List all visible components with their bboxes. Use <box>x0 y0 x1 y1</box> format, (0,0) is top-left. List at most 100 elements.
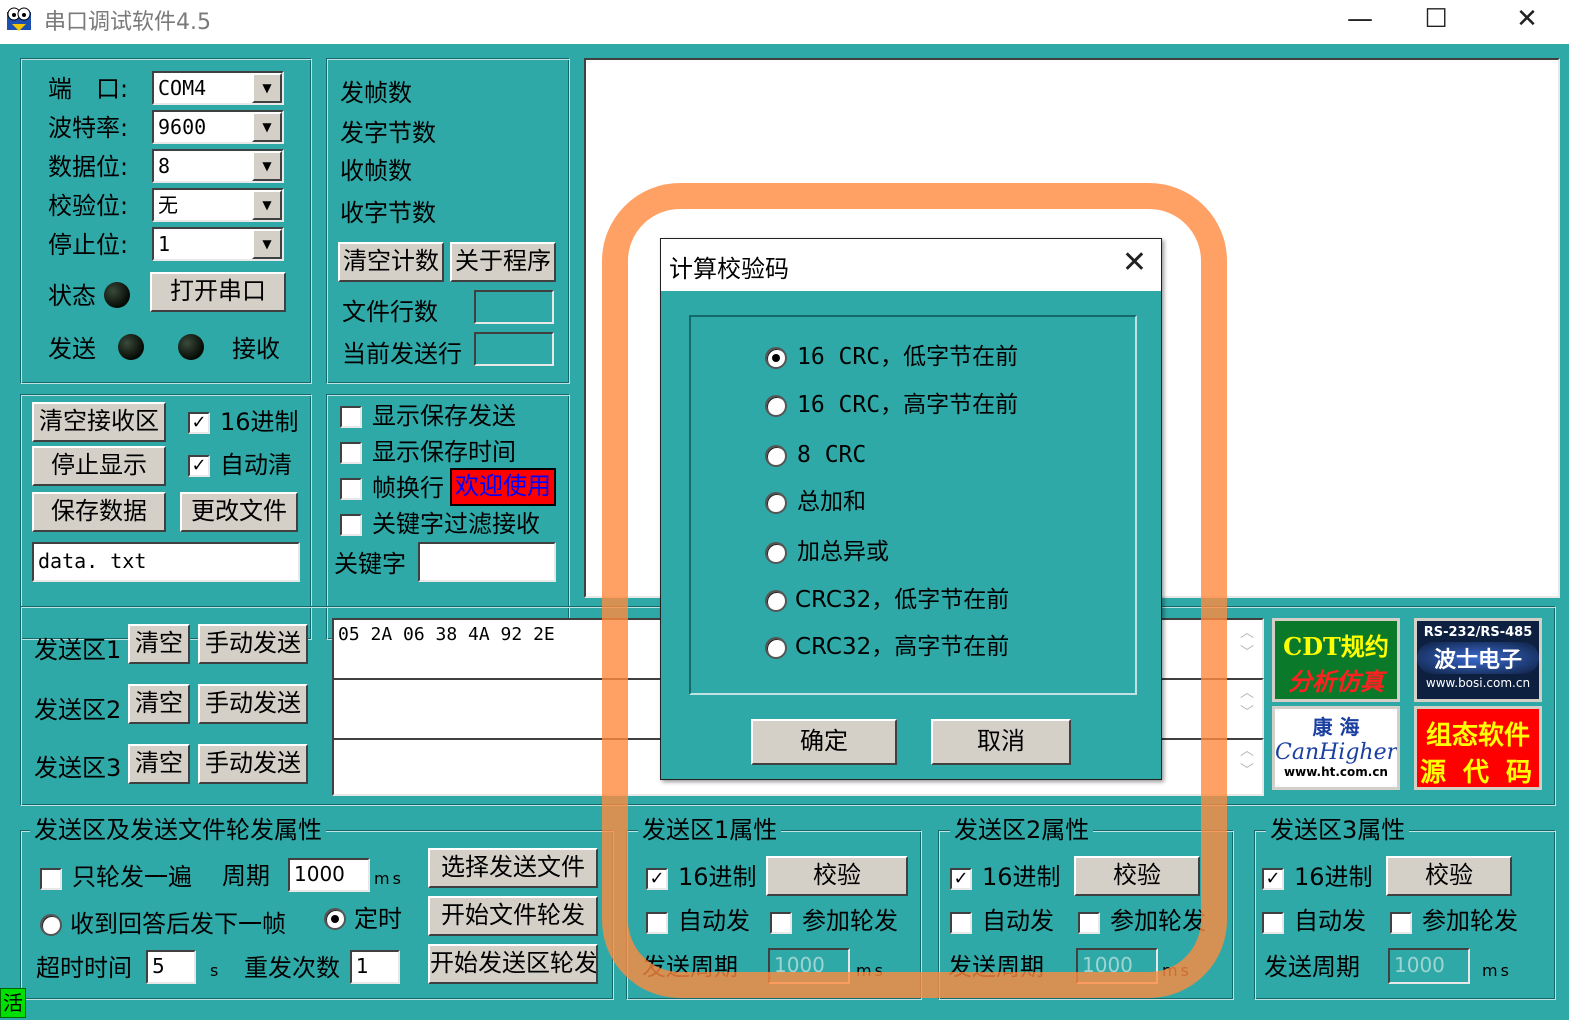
area2-check-button[interactable]: 校验 <box>1074 856 1200 896</box>
file-name-field[interactable]: data. txt <box>32 542 300 582</box>
retry-input[interactable]: 1 <box>350 950 400 984</box>
show-save-time-label: 显示保存时间 <box>372 438 516 466</box>
area1-props-title: 发送区1属性 <box>638 816 782 844</box>
timer-radio[interactable] <box>324 908 346 930</box>
option-crc16-low-radio[interactable] <box>765 347 787 369</box>
option-crc16-high-radio[interactable] <box>765 395 787 417</box>
area3-auto-label: 自动发 <box>1294 907 1366 935</box>
port-select[interactable]: COM4▼ <box>152 71 284 105</box>
area3-hex-checkbox[interactable]: ✓ <box>1262 868 1284 890</box>
area3-auto-checkbox[interactable] <box>1262 912 1284 934</box>
hex-receive-checkbox[interactable]: ✓ <box>188 412 210 434</box>
clear-count-button[interactable]: 清空计数 <box>338 242 444 282</box>
option-crc8-radio[interactable] <box>765 445 787 467</box>
area3-join-checkbox[interactable] <box>1390 912 1412 934</box>
open-port-button[interactable]: 打开串口 <box>150 272 286 312</box>
start-area-poll-button[interactable]: 开始发送区轮发 <box>428 944 598 984</box>
file-lines-field <box>474 290 554 324</box>
change-file-button[interactable]: 更改文件 <box>180 492 298 532</box>
keyword-filter-checkbox[interactable] <box>340 514 362 536</box>
stop-display-button[interactable]: 停止显示 <box>32 446 166 486</box>
area2-hex-checkbox[interactable]: ✓ <box>950 868 972 890</box>
parity-label: 校验位: <box>48 192 129 220</box>
clear-receive-button[interactable]: 清空接收区 <box>32 402 166 442</box>
area3-check-button[interactable]: 校验 <box>1386 856 1512 896</box>
area1-auto-checkbox[interactable] <box>646 912 668 934</box>
area2-period-input[interactable]: 1000 <box>1076 948 1158 984</box>
reply-next-radio[interactable] <box>40 914 62 936</box>
stop-bits-label: 停止位: <box>48 231 129 259</box>
rx-bytes-label: 收字节数 <box>340 199 436 227</box>
option-crc32-low-radio[interactable] <box>765 590 787 612</box>
send-area-2-send-button[interactable]: 手动发送 <box>198 684 308 724</box>
minimize-button[interactable]: — <box>1347 4 1373 34</box>
area1-hex-checkbox[interactable]: ✓ <box>646 868 668 890</box>
reply-next-label: 收到回答后发下一帧 <box>70 910 286 938</box>
start-file-poll-button[interactable]: 开始文件轮发 <box>428 896 598 936</box>
show-save-time-checkbox[interactable] <box>340 442 362 464</box>
send-area-3-scrollbar[interactable]: ︿﹀ <box>1234 740 1260 792</box>
dialog-cancel-button[interactable]: 取消 <box>931 719 1071 765</box>
maximize-button[interactable]: ☐ <box>1424 4 1448 34</box>
dialog-ok-button[interactable]: 确定 <box>751 719 897 765</box>
send-area-3-clear-button[interactable]: 清空 <box>128 744 190 784</box>
data-bits-label: 数据位: <box>48 153 129 181</box>
chevron-down-icon[interactable]: ▼ <box>252 190 282 220</box>
send-area-2-clear-button[interactable]: 清空 <box>128 684 190 724</box>
poll-once-checkbox[interactable] <box>40 868 62 890</box>
send-area-1-scrollbar[interactable]: ︿﹀ <box>1234 622 1260 676</box>
zutai-logo[interactable]: 组态软件 源 代 码 <box>1414 706 1542 790</box>
hex-receive-label: 16进制 <box>220 408 299 436</box>
option-crc32-high-radio[interactable] <box>765 637 787 659</box>
send-area-1-clear-button[interactable]: 清空 <box>128 624 190 664</box>
title-bar: 串口调试软件4.5 — ☐ ✕ <box>0 0 1569 44</box>
stop-bits-select[interactable]: 1▼ <box>152 227 284 261</box>
option-sum-radio[interactable] <box>765 492 787 514</box>
dialog-title: 计算校验码 <box>669 255 789 283</box>
file-lines-label: 文件行数 <box>342 298 438 326</box>
timer-label: 定时 <box>354 905 402 933</box>
chevron-down-icon[interactable]: ▼ <box>252 112 282 142</box>
poll-period-input[interactable]: 1000 <box>288 858 370 892</box>
cdt-logo[interactable]: CDT规约 分析仿真 <box>1272 618 1400 702</box>
bosi-logo[interactable]: RS-232/RS-485 波士电子 www.bosi.com.cn <box>1414 618 1542 702</box>
area3-hex-label: 16进制 <box>1294 863 1373 891</box>
chevron-down-icon[interactable]: ▼ <box>252 73 282 103</box>
send-area-3-send-button[interactable]: 手动发送 <box>198 744 308 784</box>
chevron-down-icon[interactable]: ▼ <box>252 229 282 259</box>
corner-status-badge: 活 <box>0 988 26 1018</box>
zutai-logo-line1: 组态软件 <box>1425 721 1530 751</box>
send-area-2-scrollbar[interactable]: ︿﹀ <box>1234 682 1260 736</box>
timeout-unit: s <box>210 961 219 980</box>
area1-join-checkbox[interactable] <box>770 912 792 934</box>
save-data-button[interactable]: 保存数据 <box>32 492 166 532</box>
auto-clear-checkbox[interactable]: ✓ <box>188 455 210 477</box>
about-button[interactable]: 关于程序 <box>450 242 556 282</box>
send-area-1-send-button[interactable]: 手动发送 <box>198 624 308 664</box>
keyword-input[interactable] <box>418 542 556 582</box>
area1-join-label: 参加轮发 <box>802 907 898 935</box>
area3-period-input[interactable]: 1000 <box>1388 948 1470 984</box>
option-xor-radio[interactable] <box>765 542 787 564</box>
area1-period-input[interactable]: 1000 <box>768 948 850 984</box>
app-icon <box>4 4 34 34</box>
baud-select[interactable]: 9600▼ <box>152 110 284 144</box>
area1-check-button[interactable]: 校验 <box>766 856 908 896</box>
chevron-down-icon[interactable]: ▼ <box>252 151 282 181</box>
data-bits-select[interactable]: 8▼ <box>152 149 284 183</box>
send-indicator-label: 发送 <box>48 335 96 363</box>
parity-select[interactable]: 无▼ <box>152 188 284 222</box>
timeout-input[interactable]: 5 <box>146 950 196 984</box>
show-save-send-checkbox[interactable] <box>340 406 362 428</box>
poll-period-unit: ms <box>374 869 404 888</box>
port-label: 端 口: <box>48 75 129 103</box>
canhigher-logo[interactable]: 康 海 CanHigher www.ht.com.cn <box>1272 706 1400 790</box>
canhigher-logo-line1: 康 海 <box>1312 715 1360 739</box>
select-send-file-button[interactable]: 选择发送文件 <box>428 848 598 888</box>
dialog-close-icon[interactable]: ✕ <box>1121 245 1147 280</box>
area2-auto-checkbox[interactable] <box>950 912 972 934</box>
send-area-2-label: 发送区2 <box>34 696 122 724</box>
close-button[interactable]: ✕ <box>1516 4 1538 34</box>
frame-newline-checkbox[interactable] <box>340 478 362 500</box>
area2-join-checkbox[interactable] <box>1078 912 1100 934</box>
